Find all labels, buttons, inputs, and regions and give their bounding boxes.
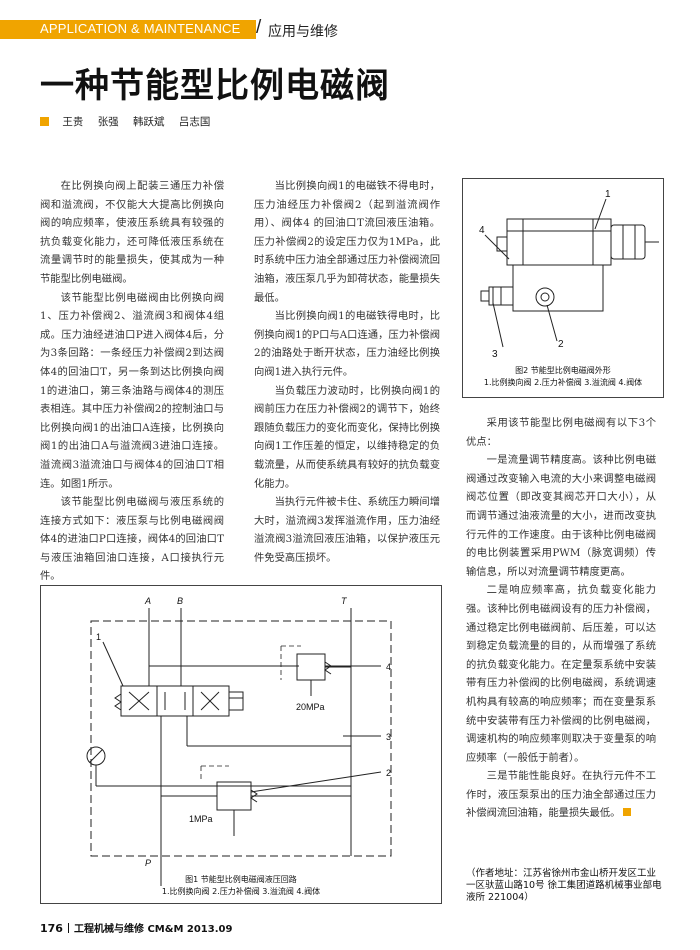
paragraph: 二是响应频率高，抗负载变化能力强。该种比例电磁阀设有的压力补偿阀，通过稳定比例电… xyxy=(466,584,656,764)
valve-exterior-drawing: 1 4 2 3 xyxy=(479,189,659,360)
paragraph: 当负载压力波动时，比例换向阀1的阀前压力在压力补偿阀2的调节下，始终跟随负载压力… xyxy=(254,384,440,490)
paragraph: 在比例换向阀上配装三通压力补偿阀和溢流阀，不仅能大大提高比例换向阀的响应频率，使… xyxy=(40,180,224,285)
fig2-label-4: 4 xyxy=(479,225,485,236)
author-line: 王贵 张强 韩跃斌 吕志国 xyxy=(40,114,221,129)
paragraph: 该节能型比例电磁阀与液压系统的连接方式如下：液压泵与比例电磁阀阀体4的进油口P口… xyxy=(40,496,224,583)
port-label-b: B xyxy=(177,596,183,606)
figure-1: A B T P 1 4 3 2 20MPa 1MPa 图1 节能型比例电磁阀液压… xyxy=(40,585,442,904)
figure-1-caption: 图1 节能型比例电磁阀液压回路 1.比例换向阀 2.压力补偿阀 3.溢流阀 4.… xyxy=(41,874,441,898)
author-name: 王贵 xyxy=(62,116,84,128)
body-column-1: 在比例换向阀上配装三通压力补偿阀和溢流阀，不仅能大大提高比例换向阀的响应频率，使… xyxy=(40,177,224,586)
fig1-label-4: 4 xyxy=(386,662,391,672)
figure-2: 1 4 2 3 图2 节能型比例电磁阀外形 1.比例换向阀 2.压力补偿阀 3.… xyxy=(462,178,664,398)
paragraph: 该节能型比例电磁阀由比例换向阀1、压力补偿阀2、溢流阀3和阀体4组成。压力油经进… xyxy=(40,291,224,490)
journal-name: 工程机械与维修 CM&M 2013.09 xyxy=(73,924,233,935)
page-number: 176 xyxy=(40,922,63,935)
fig1-label-2: 2 xyxy=(386,768,391,778)
body-column-3: 采用该节能型比例电磁阀有以下3个优点： 一是流量调节精度高。该种比例电磁阀通过改… xyxy=(466,414,656,823)
relief-pressure-label: 20MPa xyxy=(296,702,325,712)
port-label-p: P xyxy=(145,858,151,868)
author-address: （作者地址：江苏省徐州市金山桥开发区工业一区驮蓝山路10号 徐工集团道路机械事业… xyxy=(466,868,662,903)
paragraph: 采用该节能型比例电磁阀有以下3个优点： xyxy=(466,417,656,448)
paragraph: 三是节能性能良好。在执行元件不工作时，液压泵泵出的压力油全部通过压力补偿阀流回油… xyxy=(466,767,656,823)
page-footer: 176 工程机械与维修 CM&M 2013.09 xyxy=(40,920,232,935)
compensator-pressure-label: 1MPa xyxy=(189,814,213,824)
section-label-en: APPLICATION & MAINTENANCE xyxy=(40,21,241,36)
port-label-t: T xyxy=(341,596,348,606)
paragraph: 当比例换向阀1的电磁铁得电时，比例换向阀1的P口与A口连通，压力补偿阀2的油路处… xyxy=(254,310,440,378)
author-name: 张强 xyxy=(97,116,119,128)
fig2-label-3: 3 xyxy=(492,349,498,360)
hydraulic-circuit-diagram: A B T P 1 4 3 2 20MPa 1MPa xyxy=(86,596,392,886)
section-divider: / xyxy=(256,17,262,38)
figure-2-caption: 图2 节能型比例电磁阀外形 1.比例换向阀 2.压力补偿阀 3.溢流阀 4.阀体 xyxy=(463,365,663,389)
author-name: 韩跃斌 xyxy=(133,116,165,128)
fig1-label-3: 3 xyxy=(386,732,391,742)
paragraph: 当执行元件被卡住、系统压力瞬间增大时，溢流阀3发挥溢流作用，压力油经溢流阀3溢流… xyxy=(254,496,440,564)
article-title: 一种节能型比例电磁阀 xyxy=(40,66,390,106)
section-banner xyxy=(0,20,256,39)
figure-1-title: 图1 节能型比例电磁阀液压回路 xyxy=(185,875,297,884)
fig1-label-1: 1 xyxy=(96,632,101,642)
figure-2-title: 图2 节能型比例电磁阀外形 xyxy=(515,366,611,375)
fig2-label-1: 1 xyxy=(605,189,611,200)
author-name: 吕志国 xyxy=(178,116,211,128)
section-label-cn: 应用与维修 xyxy=(268,24,338,40)
figure-1-legend: 1.比例换向阀 2.压力补偿阀 3.溢流阀 4.阀体 xyxy=(161,887,321,896)
fig2-label-2: 2 xyxy=(558,339,564,350)
footer-divider xyxy=(67,923,69,933)
paragraph: 当比例换向阀1的电磁铁不得电时，压力油经压力补偿阀2（起到溢流阀作用）、阀体4 … xyxy=(254,180,440,304)
end-mark-icon xyxy=(623,808,632,817)
paragraph-text: 三是节能性能良好。在执行元件不工作时，液压泵泵出的压力油全部通过压力补偿阀流回油… xyxy=(466,770,656,820)
paragraph: 一是流量调节精度高。该种比例电磁阀通过改变输入电流的大小来调整电磁阀阀芯位置（即… xyxy=(466,454,656,578)
figure-2-legend: 1.比例换向阀 2.压力补偿阀 3.溢流阀 4.阀体 xyxy=(483,378,643,387)
body-column-2: 当比例换向阀1的电磁铁不得电时，压力油经压力补偿阀2（起到溢流阀作用）、阀体4 … xyxy=(254,177,440,567)
port-label-a: A xyxy=(144,596,151,606)
author-bullet-icon xyxy=(40,117,49,126)
